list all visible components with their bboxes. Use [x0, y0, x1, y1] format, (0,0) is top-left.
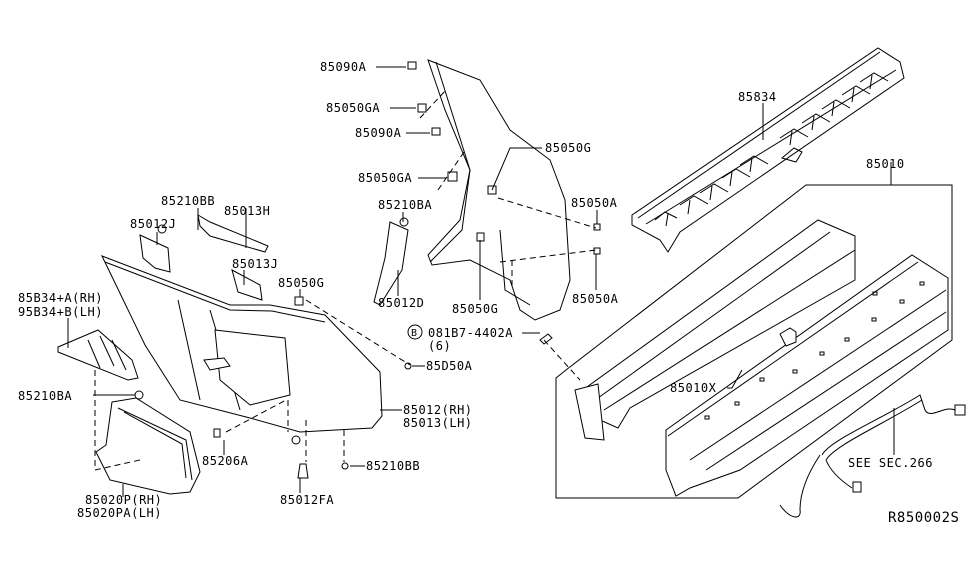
label-bolt-code: 081B7-4402A [428, 326, 513, 340]
rear-reflector-lamp [95, 397, 201, 495]
label-85050g-mid: 85050G [278, 276, 324, 290]
label-85020pa-lh: 85020PA(LH) [77, 506, 162, 520]
label-see-sec-266: SEE SEC.266 [848, 456, 933, 470]
wiring-harness [779, 394, 966, 518]
label-85210ba-mid: 85210BA [378, 198, 432, 212]
rear-mudguard [427, 59, 571, 321]
diagram-reference-code: R850002S [888, 510, 959, 526]
bracket-85013j [231, 269, 263, 301]
label-85013j: 85013J [232, 257, 278, 271]
label-85050g-low: 85050G [452, 302, 498, 316]
bracket-85013h [197, 214, 269, 253]
label-85210bb-top: 85210BB [161, 194, 215, 208]
label-85012j: 85012J [130, 217, 176, 231]
label-85090a-1: 85090A [320, 60, 367, 74]
label-85050a-3: 85D50A [426, 359, 473, 373]
label-85020p-rh: 85020P(RH) [85, 493, 162, 507]
label-85050ga-2: 85050GA [358, 171, 412, 185]
label-85834: 85834 [738, 90, 777, 104]
label-85012d: 85012D [378, 296, 424, 310]
label-85010: 85010 [866, 157, 905, 171]
leader-lines [67, 66, 895, 497]
label-85010x: 85010X [670, 381, 717, 395]
label-85013h: 85013H [224, 204, 270, 218]
label-85050a-1: 85050A [571, 196, 618, 210]
label-85050ga-1: 85050GA [326, 101, 380, 115]
bolt-badge-letter: B [411, 328, 418, 339]
bumper-step [665, 254, 949, 497]
assembly-outline-85010 [555, 184, 953, 499]
bracket-85012d [373, 221, 409, 306]
label-85013-lh: 85013(LH) [403, 416, 473, 430]
label-85834a-rh: 85B34+A(RH) [18, 291, 103, 305]
dashed-guides [94, 89, 597, 471]
bracket-85012j [139, 234, 171, 273]
bumper-side-fascia [101, 255, 383, 433]
label-85834b-lh: 95B34+B(LH) [18, 305, 103, 319]
step-pad-85834 [631, 47, 905, 253]
label-bolt-qty: (6) [428, 339, 451, 353]
label-85206a: 85206A [202, 454, 249, 468]
label-85210bb-low: 85210BB [366, 459, 420, 473]
bumper-reinforcement [574, 219, 856, 441]
label-85012-rh: 85012(RH) [403, 403, 473, 417]
label-85050a-2: 85050A [572, 292, 619, 306]
label-85210ba-low: 85210BA [18, 389, 72, 403]
bolt-badge-circle [407, 324, 423, 340]
label-85012fa: 85012FA [280, 493, 334, 507]
label-85050g-top: 85050G [545, 141, 591, 155]
label-85090a-2: 85090A [355, 126, 402, 140]
side-step-trim [57, 329, 139, 381]
